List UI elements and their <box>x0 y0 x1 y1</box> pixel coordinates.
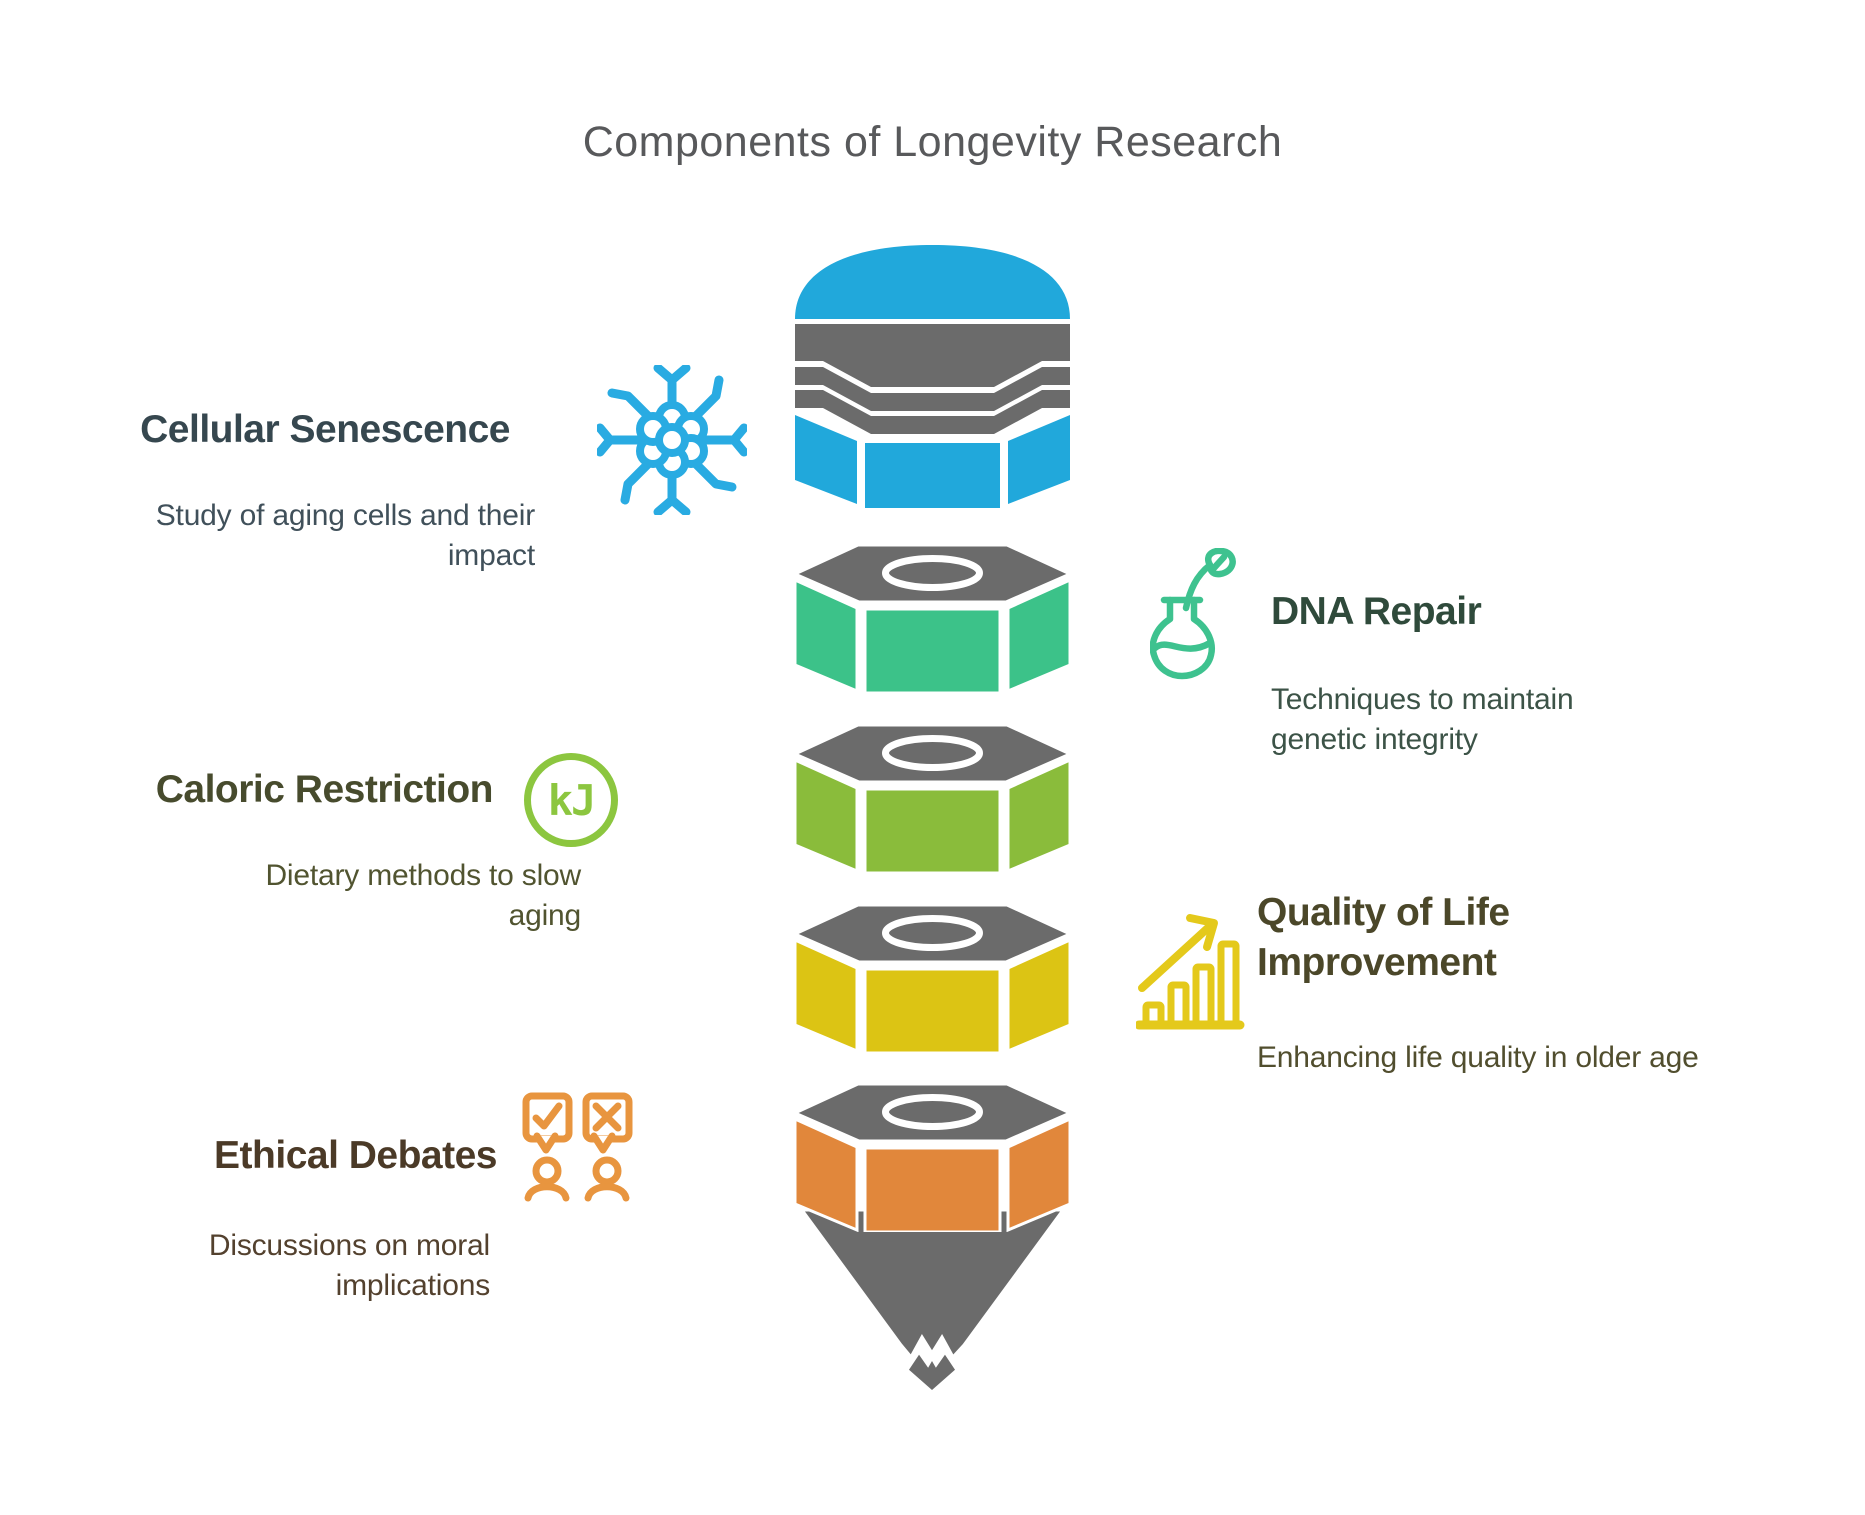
cell-cluster-icon <box>597 365 747 515</box>
description-cellular-senescence: Study of aging cells and their impact <box>155 499 535 572</box>
kilojoule-icon: kJ <box>524 753 618 847</box>
heading-caloric-restriction: Caloric Restriction <box>155 768 494 811</box>
pencil-segment-quality-of-life <box>795 903 1070 1053</box>
description-quality-of-life: Enhancing life quality in older age <box>1257 1041 1699 1074</box>
debate-people-icon <box>522 1092 633 1202</box>
flask-leaf-icon <box>1150 548 1236 680</box>
page-title: Components of Longevity Research <box>582 118 1283 166</box>
pencil-segment-dna-repair <box>795 543 1070 693</box>
pencil-segment-cellular-senescence <box>795 245 1070 508</box>
description-ethical-debates: Discussions on moral implications <box>208 1229 490 1302</box>
heading-ethical-debates: Ethical Debates <box>214 1134 497 1177</box>
pencil-tip-broken-point <box>905 1349 959 1394</box>
heading-cellular-senescence: Cellular Senescence <box>140 408 510 451</box>
eraser-dome <box>795 245 1070 319</box>
pencil-segment-caloric-restriction <box>795 723 1070 873</box>
ferrule-band <box>795 367 1070 411</box>
heading-dna-repair: DNA Repair <box>1271 590 1482 633</box>
ferrule-band <box>795 390 1070 434</box>
pencil-tip <box>799 1208 1066 1360</box>
description-caloric-restriction: Dietary methods to slow aging <box>265 859 581 932</box>
ferrule-band <box>795 324 1070 387</box>
description-dna-repair: Techniques to maintain genetic integrity <box>1271 683 1574 756</box>
kilojoule-icon-label: kJ <box>547 775 597 825</box>
pencil-segment-ethical-debates <box>795 1082 1070 1394</box>
heading-quality-of-life: Quality of Life Improvement <box>1257 891 1510 984</box>
growth-chart-icon <box>1136 914 1245 1030</box>
